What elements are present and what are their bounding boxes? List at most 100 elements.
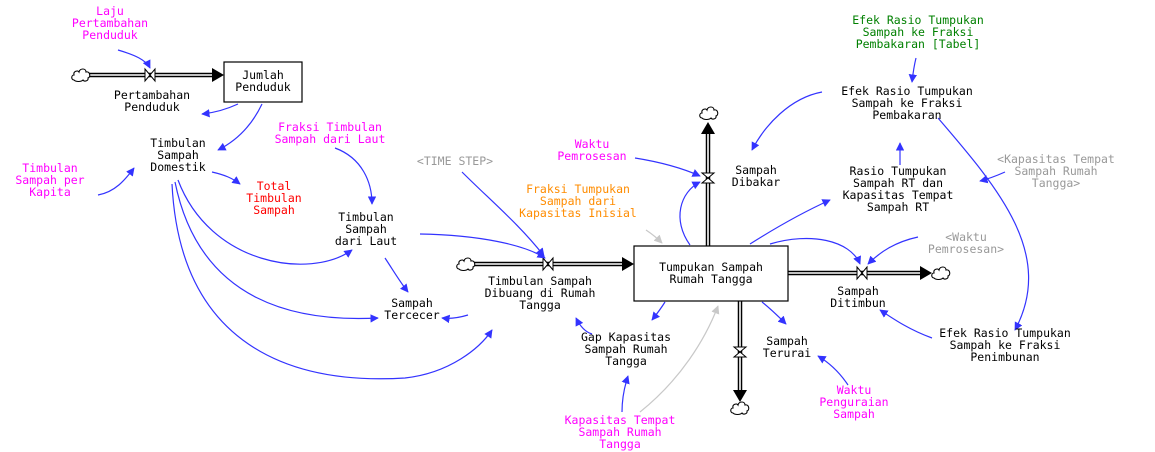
link-penguraian-to-terurai (817, 355, 849, 386)
label-line: Timbulan (246, 191, 301, 205)
label-line: Sampah (735, 163, 777, 177)
label-line: Pertambahan (72, 16, 148, 30)
label-line: Tangga (599, 437, 641, 451)
time-step-label[interactable]: <TIME STEP> (417, 154, 493, 168)
label-line: Kapasitas Inisial (519, 206, 637, 220)
label-line: <Waktu (945, 230, 987, 244)
label-line: Sampah ke Fraksi (852, 96, 963, 110)
label-line: Timbulan Sampah (488, 274, 592, 288)
label-line: Sampah Rumah (1014, 164, 1097, 178)
link-penduduk-to-pertambahan (201, 103, 239, 118)
link-fraksi-to-laut (334, 147, 377, 205)
link-stock-to-terurai (761, 301, 787, 325)
label-line: Total (257, 179, 292, 193)
link-stock-to-dibakar (679, 181, 701, 246)
label-line: Gap Kapasitas (581, 330, 671, 344)
link-fraksi-tumpukan-to-stock (645, 229, 663, 244)
label-line: Waktu (837, 383, 872, 397)
link-tabel-to-efek (908, 57, 918, 83)
label-line: Ditimbun (830, 296, 885, 310)
link-efek-to-penimbunan (937, 117, 1030, 331)
label-line: Sampah dari (540, 194, 616, 208)
label-line: <TIME STEP> (417, 154, 493, 168)
label-line: Penimbunan (970, 350, 1039, 364)
clouds (71, 68, 951, 416)
label-line: Sampah per (15, 173, 84, 187)
label-line: Sampah Rumah (584, 342, 667, 356)
label-line: Jumlah (242, 68, 284, 82)
label-line: Dibuang di Rumah (485, 286, 596, 300)
stock-tumpukan-box[interactable] (633, 245, 789, 302)
link-domestik-to-laut (177, 179, 353, 265)
link-kapasitas-to-stock (639, 305, 720, 413)
label-line: <Kapasitas Tempat (997, 152, 1115, 166)
label-line: Sampah RT (867, 200, 929, 214)
link-stock-to-gap (651, 301, 666, 321)
label-line: Fraksi Tumpukan (526, 182, 630, 196)
label-line: Kapasitas Tempat (565, 413, 676, 427)
label-line: Kapita (29, 185, 71, 199)
label-line: Sampah (766, 334, 808, 348)
valve-terurai-icon (732, 346, 748, 358)
link-laju-to-pertambahan (117, 49, 151, 69)
flow-pipes (86, 68, 932, 402)
label-line: Kapasitas Tempat (843, 188, 954, 202)
cloud-source-penduduk-icon (71, 68, 91, 83)
cloud-source-timbulan-icon (456, 257, 476, 272)
label-line: Penguraian (819, 395, 888, 409)
label-line: Sampah Rumah (578, 425, 661, 439)
label-line: Pembakaran [Tabel] (856, 37, 981, 51)
cloud-sink-dibakar-icon (699, 106, 719, 121)
label-line: Tumpukan Sampah (659, 260, 763, 274)
valve-dibakar-icon (700, 172, 716, 184)
link-domestik-to-tercecer (174, 181, 379, 323)
label-line: Timbulan (22, 161, 77, 175)
valve-timbulan-dibuang-icon (542, 256, 554, 272)
pipe-sampah-dibakar (701, 122, 715, 246)
label-line: Timbulan (150, 136, 205, 150)
valves (144, 67, 868, 358)
label-line: Sampah (157, 148, 199, 162)
label-line: Sampah (253, 203, 295, 217)
link-waktu-to-dibakar (634, 157, 701, 177)
link-laut-to-tercecer (384, 257, 409, 293)
cloud-sink-ditimbun-icon (931, 266, 951, 281)
link-efek-pembakaran-to-dibakar (751, 91, 823, 151)
label-line: Sampah (391, 296, 433, 310)
label-line: Tangga (519, 298, 561, 312)
label-line: Penduduk (235, 80, 290, 94)
label-line: Tercecer (384, 308, 439, 322)
pipe-sampah-terurai (733, 300, 747, 402)
link-perkapita-to-domestik (97, 167, 135, 196)
label-line: Sampah ke Fraksi (950, 338, 1061, 352)
label-line: Timbulan (338, 210, 393, 224)
stock-jumlah-penduduk-box[interactable] (223, 61, 303, 103)
